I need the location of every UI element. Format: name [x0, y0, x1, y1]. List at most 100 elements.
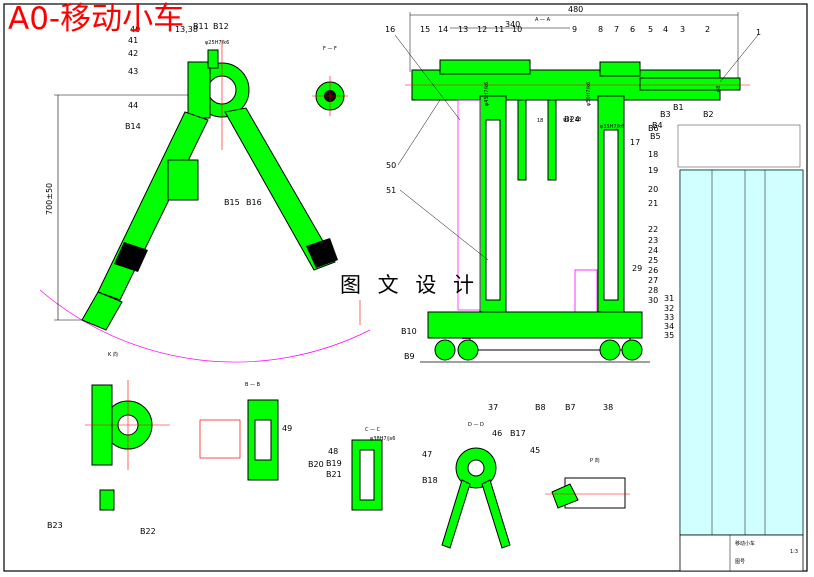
label-section-cc: C — C [365, 427, 381, 433]
part-10: 10 [512, 25, 522, 34]
label-b9: B9 [404, 352, 415, 361]
label-b10: B10 [401, 327, 417, 336]
label-b14: B14 [125, 122, 141, 131]
part-30: 30 [648, 296, 658, 305]
kk-bracket [99, 489, 115, 511]
label-b21: B21 [326, 470, 342, 479]
part-7: 7 [614, 25, 619, 34]
bb-housing [199, 419, 241, 459]
dim-d4: φ25H7/k6 [205, 40, 229, 46]
head-stud [207, 49, 219, 69]
part-48: 48 [328, 447, 338, 456]
tripod-view [39, 40, 371, 363]
part-16: 16 [385, 25, 395, 34]
part-11: 11 [494, 25, 504, 34]
title-block-scale: 1:3 [790, 549, 798, 555]
hidden-sleeve-left [457, 99, 481, 311]
part-12: 12 [477, 25, 487, 34]
view-pp [545, 477, 630, 509]
right-leg-clamp [306, 238, 338, 268]
part-37: 37 [488, 403, 498, 412]
label-section-dd: D — D [468, 422, 484, 428]
part-18: 18 [648, 150, 658, 159]
wheel-rear-right [621, 339, 643, 361]
beam-collar [439, 59, 531, 75]
left-foot [81, 291, 123, 331]
dim-height: 700±50 [45, 183, 54, 215]
handle-pin-left [517, 99, 527, 181]
notes-block [677, 124, 801, 168]
part-17: 17 [630, 138, 640, 147]
label-b7: B7 [565, 403, 576, 412]
part-26: 26 [648, 266, 658, 275]
title-block-sheet: 图号 [735, 559, 745, 565]
left-leg [97, 111, 209, 301]
bb-bore [254, 419, 272, 461]
watermark-text: 图 文 设 计 [340, 273, 480, 297]
beam-collar-right [599, 61, 641, 77]
label-b3: B3 [660, 110, 671, 119]
label-b17: B17 [510, 429, 526, 438]
part-38: 38 [603, 403, 613, 412]
handle-pin-right [547, 99, 557, 181]
part-42: 42 [128, 49, 138, 58]
middle-strut [167, 159, 199, 201]
label-b4: B4 [652, 121, 663, 130]
part-19: 19 [648, 166, 658, 175]
leader-16 [394, 34, 461, 121]
part-22: 22 [648, 225, 658, 234]
label-b18: B18 [422, 476, 438, 485]
part-14: 14 [438, 25, 448, 34]
title-block [679, 534, 804, 572]
pp-lug [551, 483, 579, 509]
dd-leg-right [481, 479, 511, 549]
label-b20: B20 [308, 460, 324, 469]
part-8: 8 [598, 25, 603, 34]
part-27: 27 [648, 276, 658, 285]
dim-d5: φ38H7/js6 [370, 436, 395, 442]
part-25: 25 [648, 256, 658, 265]
dd-leg-left [441, 479, 471, 549]
label-b5: B5 [650, 132, 661, 141]
part-2: 2 [705, 25, 710, 34]
view-dd [441, 447, 511, 549]
leader-51 [399, 189, 489, 261]
labels: A — A F — F K 向 B — B C — C D — D P 向 48… [45, 5, 798, 565]
dim-d9: φ24 [563, 117, 573, 123]
part-33: 33 [664, 313, 674, 322]
parts-list [677, 124, 804, 572]
part-32: 32 [664, 304, 674, 313]
part-47: 47 [422, 450, 432, 459]
part-1: 1 [756, 28, 761, 37]
part-4: 4 [663, 25, 668, 34]
dim-d8: 18 [575, 117, 581, 123]
part-51: 51 [386, 186, 396, 195]
part-15: 15 [420, 25, 430, 34]
sheet-border [3, 3, 808, 572]
part-40: 40 [130, 25, 140, 34]
label-view-pp: P 向 [590, 457, 600, 464]
title-block-name: 移动小车 [735, 540, 755, 547]
label-b16: B16 [246, 198, 262, 207]
part-20: 20 [648, 185, 658, 194]
part-35: 35 [664, 331, 674, 340]
label-section-aa: A — A [535, 17, 551, 23]
label-b11: B11 [193, 22, 209, 31]
wheel-front-left [434, 339, 456, 361]
label-b8: B8 [535, 403, 546, 412]
parts-table-tint [680, 170, 803, 535]
label-section-ff: F — F [323, 46, 337, 52]
part-50: 50 [386, 161, 396, 170]
dim-overall-width: 480 [568, 5, 583, 14]
label-section-bb: B — B [245, 382, 261, 388]
view-kk [85, 380, 170, 511]
part-29: 29 [632, 264, 642, 273]
cart-view [394, 12, 759, 363]
leader-50 [397, 99, 441, 166]
part-31: 31 [664, 294, 674, 303]
dim-arm: 340 [505, 20, 520, 29]
swing-arc [39, 289, 371, 363]
wheel-rear-left [457, 339, 479, 361]
label-b23: B23 [47, 521, 63, 530]
